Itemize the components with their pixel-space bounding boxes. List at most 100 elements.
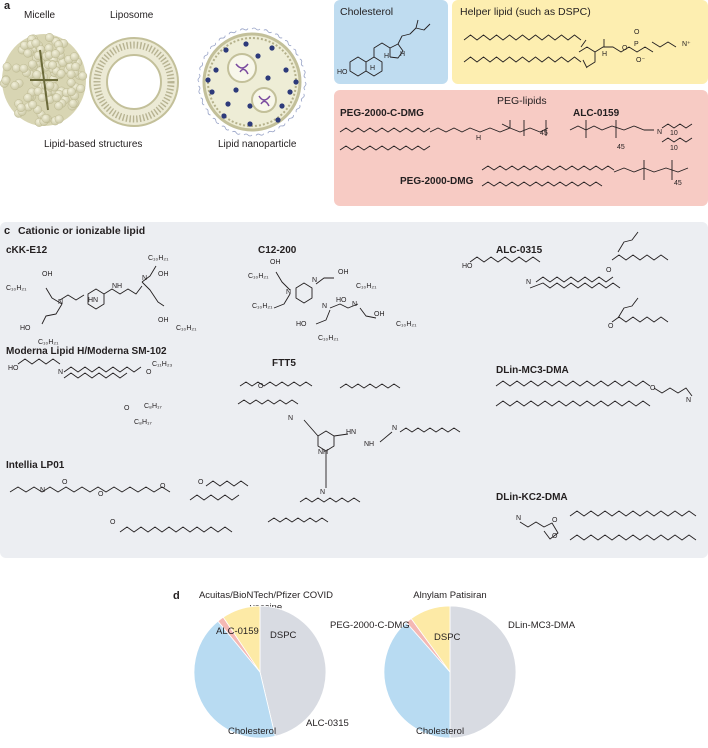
lp01-backbone bbox=[10, 487, 170, 492]
c12-n2: N bbox=[312, 277, 317, 284]
pie-charts: ALC-0315CholesterolALC-0159DSPC DLin-MC3… bbox=[0, 600, 708, 748]
alc0315-n: N bbox=[526, 279, 531, 286]
micelle-bead bbox=[42, 114, 50, 122]
kc2-chain-1 bbox=[570, 511, 696, 516]
ftt5-arm-6 bbox=[268, 518, 328, 522]
ftt5-hn1: HN bbox=[346, 429, 356, 436]
c12-ho-b: HO bbox=[296, 321, 307, 328]
ckk-c10-a: C₁₀H₂₁ bbox=[148, 255, 169, 262]
c12-n1: N bbox=[286, 289, 291, 296]
moderna-o2: O bbox=[124, 405, 130, 412]
moderna-o1: O bbox=[146, 369, 152, 376]
micelle-bead bbox=[33, 71, 41, 79]
liposome-illustration bbox=[90, 38, 178, 126]
c12-n4: N bbox=[352, 301, 357, 308]
dspc-choline bbox=[652, 42, 676, 47]
peg-c-dmg-h: H bbox=[476, 135, 481, 142]
ftt5-nh: NH bbox=[364, 441, 374, 448]
moderna-c8a: C₈H₁₇ bbox=[144, 403, 162, 410]
peg-dmg-headgroup bbox=[614, 168, 688, 172]
lnp-dot bbox=[293, 79, 298, 84]
lp01-chain-2 bbox=[190, 495, 239, 500]
micelle-bead bbox=[12, 64, 20, 72]
peg-strand bbox=[303, 70, 307, 78]
kc2-chain-2 bbox=[570, 535, 696, 540]
panel-a-letter: a bbox=[4, 0, 10, 12]
ftt5-n2: N bbox=[392, 425, 397, 432]
moderna-chain-2 bbox=[64, 373, 127, 378]
peg-strand bbox=[205, 108, 212, 115]
lnp-dot bbox=[213, 67, 218, 72]
lnp-label: Lipid nanoparticle bbox=[218, 139, 296, 150]
ftt5-nh2: NH bbox=[318, 449, 328, 456]
lipid-based-label: Lipid-based structures bbox=[44, 139, 142, 150]
dspc-ominus: O⁻ bbox=[636, 57, 645, 64]
moderna-c8b: C₈H₁₇ bbox=[134, 419, 152, 426]
micelle-bead bbox=[45, 33, 53, 41]
ftt5-n1: N bbox=[288, 415, 293, 422]
lipid-structures-illustration bbox=[0, 20, 330, 138]
ftt5-benzene bbox=[318, 431, 334, 451]
ckk-oh-b: OH bbox=[42, 271, 53, 278]
lp01-o1: O bbox=[62, 479, 68, 486]
dspc-chain-2 bbox=[464, 57, 581, 62]
cholesterol-structure bbox=[350, 20, 430, 76]
alc0159-10a: 10 bbox=[670, 130, 678, 137]
peg-c-dmg-chain-1 bbox=[340, 128, 430, 132]
c12-200-atoms: OH C₁₀H₂₁ OH C₁₀H₂₁ N N N N C₁₀H₂₁ HO OH… bbox=[248, 259, 417, 342]
ftt5-atoms: N N HN NH NH N O bbox=[258, 383, 397, 496]
lnp-dot bbox=[255, 53, 260, 58]
peg-strand bbox=[299, 59, 304, 67]
intellia-atoms: N O O O O O bbox=[40, 479, 204, 526]
alc0315-branches bbox=[618, 232, 638, 318]
ckk-ho: HO bbox=[20, 325, 31, 332]
lnp-dot bbox=[279, 103, 284, 108]
alc0315-o1: O bbox=[606, 267, 612, 274]
ckk-e12-atoms: C₁₀H₂₁ OH OH C₁₀H₂₁ N N HN NH HO OH C₁₀H… bbox=[6, 255, 197, 346]
micelle-bead bbox=[53, 94, 61, 102]
lnp-dot bbox=[233, 87, 238, 92]
peg-strand bbox=[267, 129, 275, 134]
micelle-bead bbox=[32, 39, 40, 47]
peg-strand bbox=[288, 114, 295, 121]
peg-strand bbox=[301, 94, 305, 102]
micelle-bead bbox=[28, 60, 36, 68]
peg-strand bbox=[293, 48, 300, 55]
alc0315-ho: HO bbox=[462, 263, 473, 270]
peg-strand bbox=[264, 29, 272, 33]
dlin-kc2-atoms: N O O bbox=[516, 515, 558, 540]
alc0159-10b: 10 bbox=[670, 145, 678, 152]
micelle-bead bbox=[69, 99, 77, 107]
ftt5-arm-5 bbox=[300, 498, 360, 502]
peg-strand bbox=[256, 133, 264, 137]
peg-c-dmg-chain-2 bbox=[340, 146, 430, 150]
ftt5-arm-2 bbox=[240, 382, 312, 386]
pie-label-cholesterol: Cholesterol bbox=[416, 726, 464, 737]
micelle-bead bbox=[24, 94, 32, 102]
peg-c-dmg-headgroup bbox=[430, 128, 548, 132]
peg-strand bbox=[199, 62, 203, 70]
lnp-dot bbox=[221, 113, 226, 118]
peg-strand bbox=[221, 125, 229, 130]
micelle-bead bbox=[51, 50, 59, 58]
lp01-chain-1 bbox=[206, 481, 248, 486]
pie-label-alc-0159: ALC-0159 bbox=[216, 626, 259, 637]
cholesterol-ho: HO bbox=[337, 69, 348, 76]
lp01-o2: O bbox=[98, 491, 104, 498]
lp01-chain-3 bbox=[120, 527, 232, 532]
micelle-bead bbox=[72, 63, 80, 71]
mc3-head bbox=[654, 388, 692, 396]
alc0315-chain-1 bbox=[536, 277, 613, 282]
moderna-c11: C₁₁H₂₃ bbox=[152, 361, 173, 368]
lnp-illustration bbox=[198, 28, 307, 137]
chol-h2: H bbox=[370, 65, 375, 72]
ftt5-arm-3 bbox=[340, 384, 400, 388]
micelle-bead bbox=[55, 102, 63, 110]
mc3-n: N bbox=[686, 397, 691, 404]
ftt5-o: O bbox=[258, 383, 264, 390]
alc0315-chain-2 bbox=[530, 283, 620, 288]
chol-h1: H bbox=[384, 53, 389, 60]
micelle-bead bbox=[3, 63, 11, 71]
peg-strand bbox=[229, 30, 237, 35]
moderna-n: N bbox=[58, 369, 63, 376]
